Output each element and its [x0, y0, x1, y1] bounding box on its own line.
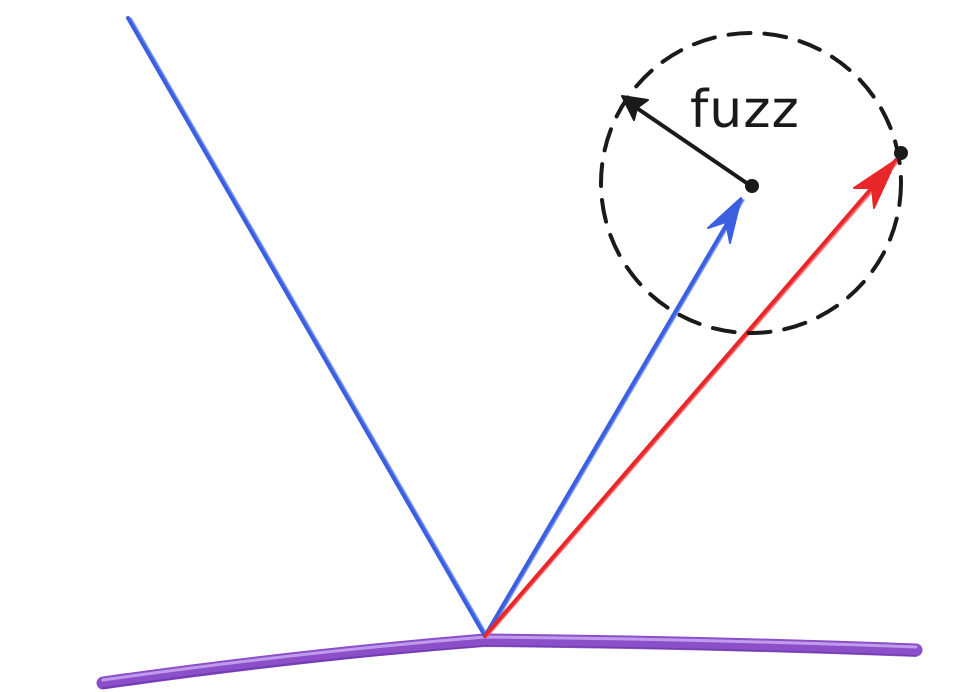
perturbed-ray-arrowhead	[853, 159, 897, 209]
reflective-surface	[96, 633, 923, 690]
fuzz-radius-arrowhead	[621, 95, 649, 121]
sphere-center-point	[745, 179, 759, 193]
fuzz-sphere	[599, 31, 903, 335]
fuzz-sphere-outline	[599, 31, 903, 335]
fuzz-label: fuzz	[690, 80, 800, 140]
incident-ray	[126, 16, 489, 638]
reflected-ray	[483, 197, 745, 638]
perturbed-endpoint	[894, 146, 908, 160]
surface-body	[96, 633, 923, 690]
reflected-ray-arrowhead	[707, 197, 742, 244]
surface-shadow	[102, 644, 917, 689]
fuzz-radius-vector	[621, 95, 753, 188]
perturbed-ray	[483, 158, 900, 638]
